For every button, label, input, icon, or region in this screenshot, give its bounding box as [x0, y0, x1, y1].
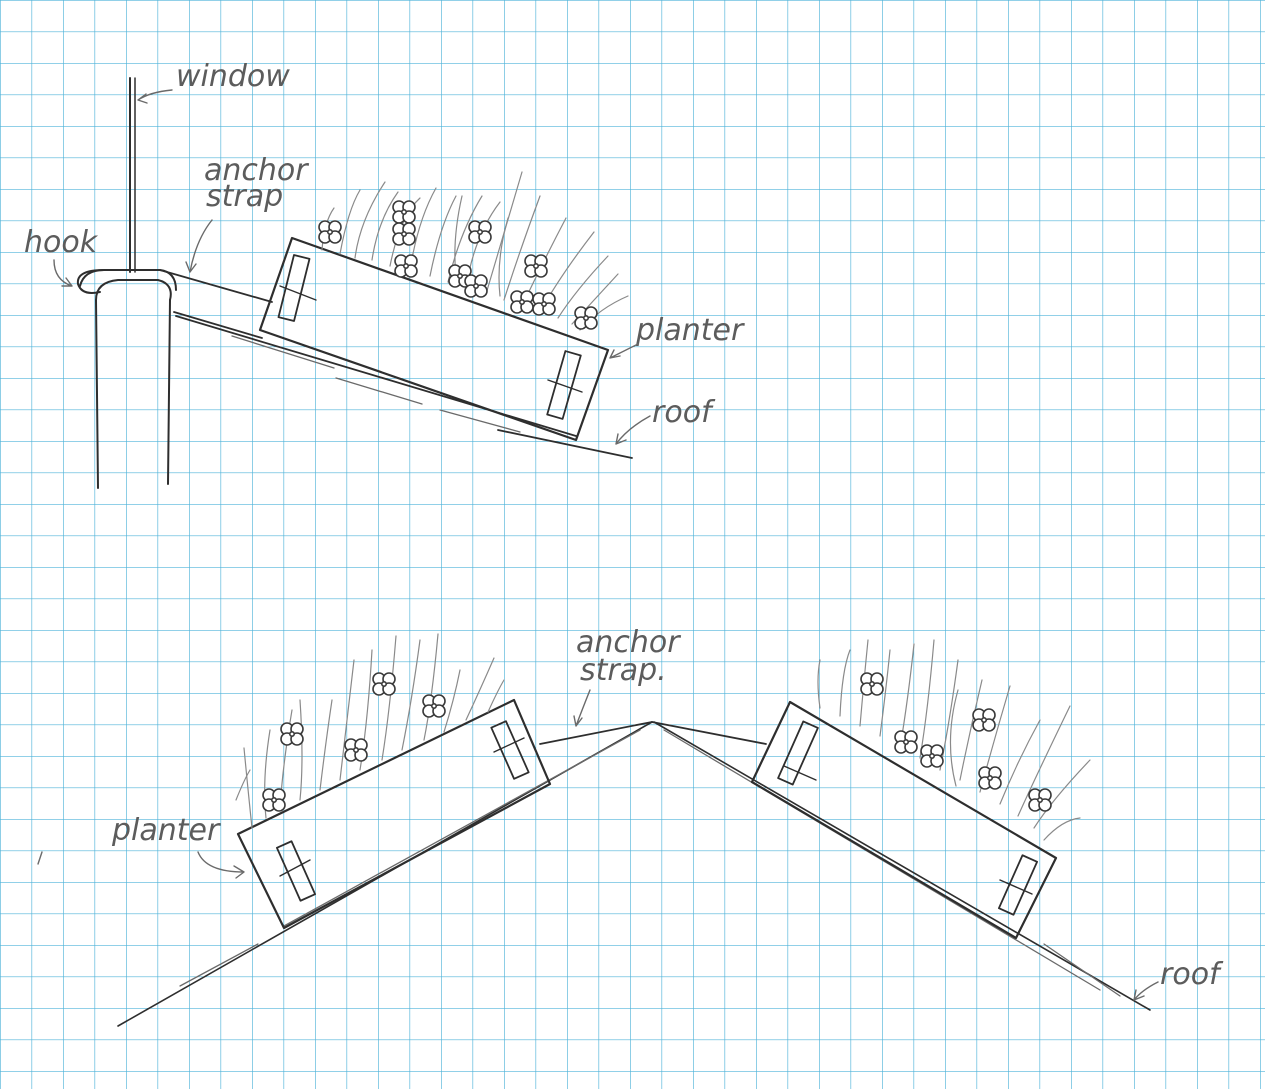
roof-label: roof	[652, 395, 716, 430]
hook-label: hook	[24, 225, 99, 260]
bottom-roof-label: roof	[1160, 957, 1224, 992]
bottom-anchor-strap-label-line2: strap.	[580, 653, 667, 688]
window-label: window	[176, 59, 290, 94]
anchor-strap-label-line2: strap	[206, 179, 283, 214]
planter-label: planter	[635, 313, 745, 348]
bottom-planter-label: planter	[111, 813, 221, 848]
